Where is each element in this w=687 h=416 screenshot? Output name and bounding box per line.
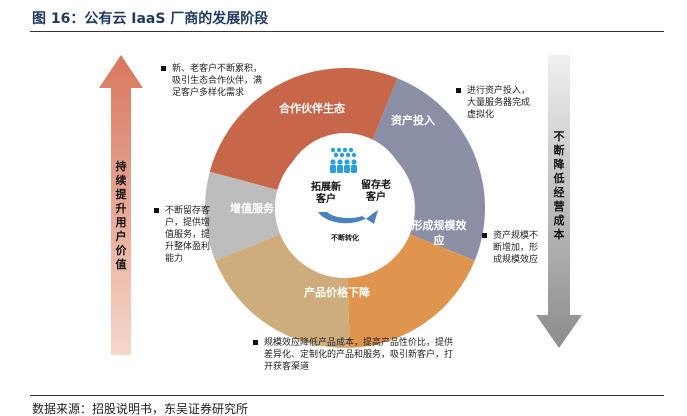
note-price: 规模效应降低产品成本，提高产品性价比，提供差异化、定制化的产品和服务，吸引新客户… [253, 337, 454, 373]
segment-value-label: 增值服务 [230, 202, 274, 215]
note-asset: 进行资产投入，大量服务器完成虚拟化 [456, 85, 532, 121]
segment-asset-label: 资产投入 [391, 114, 435, 127]
bottom-divider [30, 395, 664, 396]
segment-partner-label: 合作伙伴生态 [279, 102, 345, 115]
figure-title: 图 16：公有云 IaaS 厂商的发展阶段 [32, 11, 269, 27]
segment-value [205, 171, 281, 261]
left-up-arrow [99, 55, 143, 355]
segment-scale [347, 234, 475, 348]
segment-scale-label: 形成规模效应 [411, 219, 467, 247]
cycle-arrow-icon [318, 210, 378, 224]
center-conversion: 不断转化 [331, 234, 359, 242]
center-circle [283, 133, 407, 257]
right-arrow-label: 不断降低经营成本 [553, 130, 565, 241]
left-arrow-label: 持续提升用户价值 [115, 160, 127, 271]
segment-partner [209, 68, 398, 190]
note-scale: 资产规模不断增加，形成规模效应 [482, 230, 538, 266]
segment-asset [371, 78, 485, 261]
note-value: 不断留存客户，提供增值服务，提升整体盈利能力 [154, 205, 215, 265]
segment-price [215, 234, 350, 348]
top-divider [30, 31, 664, 32]
source-note: 数据来源：招股说明书，东吴证券研究所 [32, 402, 249, 416]
segment-price-label: 产品价格下降 [304, 286, 370, 299]
center-retain-customers: 留存老客户 [361, 180, 391, 203]
right-down-arrow [536, 55, 582, 348]
people-icon [330, 147, 357, 173]
center-new-customers: 拓展新客户 [311, 182, 341, 205]
note-partner: 新、老客户不断累积，吸引生态合作伙伴，满足客户多样化需求 [161, 63, 267, 99]
